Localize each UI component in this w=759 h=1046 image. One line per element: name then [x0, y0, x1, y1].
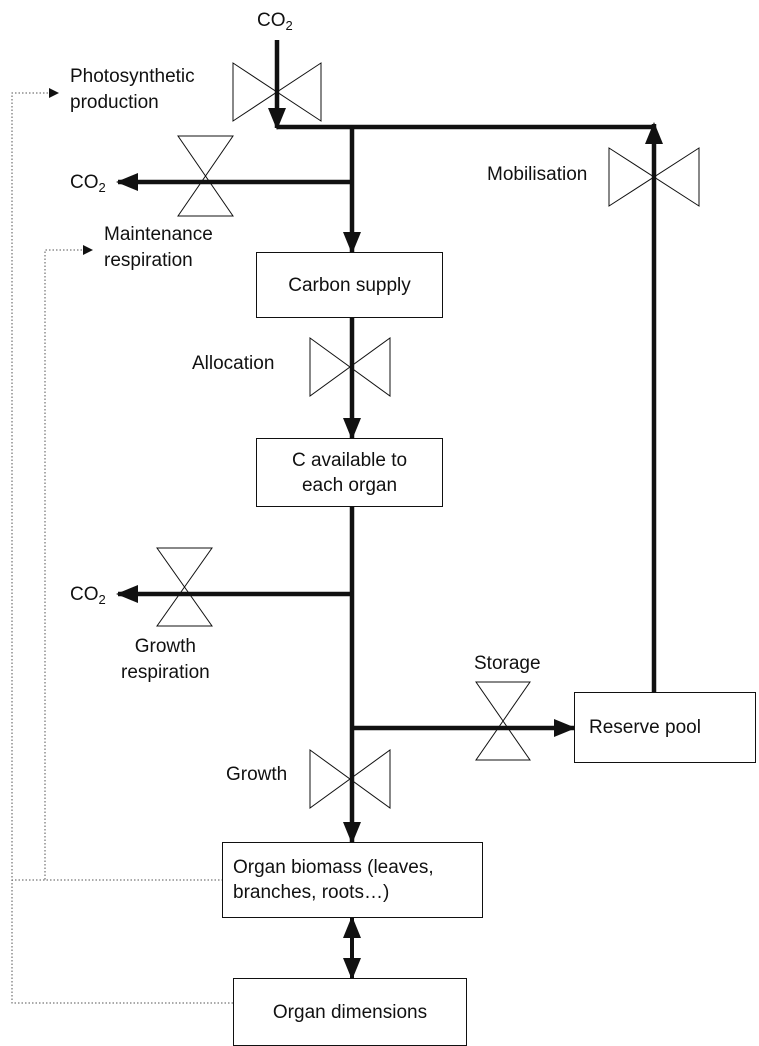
mobilisation-valve-icon	[608, 147, 700, 207]
co2-top-label: CO2	[257, 10, 293, 33]
growth-respiration-label: Growth respiration	[121, 636, 210, 683]
feedback-dimensions	[11, 880, 233, 1004]
allocation-valve-icon	[309, 337, 391, 397]
reserve-pool-box: Reserve pool	[574, 692, 756, 763]
photosynthesis-valve-icon	[232, 62, 322, 122]
c-available-label: C available to each organ	[291, 449, 408, 496]
mobilisation-label: Mobilisation	[487, 164, 588, 185]
co2-maintenance-label: CO2	[70, 172, 106, 195]
photosynthetic-production-label: Photosynthetic production	[70, 66, 195, 113]
reserve-pool-label: Reserve pool	[589, 717, 701, 738]
valves	[156, 62, 700, 809]
carbon-supply-box: Carbon supply	[256, 252, 443, 318]
storage-label: Storage	[474, 653, 541, 674]
carbon-supply-label: Carbon supply	[288, 274, 411, 296]
organ-biomass-label: Organ biomass (leaves, branches, roots…)	[233, 857, 434, 903]
growth-label: Growth	[226, 764, 288, 785]
storage-valve-icon	[475, 681, 531, 761]
feedback-to-maintenance	[44, 245, 230, 881]
allocation-label: Allocation	[192, 353, 275, 374]
maintenance-respiration-label: Maintenance respiration	[104, 224, 213, 271]
growth-valve-icon	[309, 749, 391, 809]
co2-growth-label: CO2	[70, 584, 106, 607]
main-flows	[116, 40, 663, 844]
c-available-box: C available to each organ	[256, 438, 443, 507]
organ-biomass-box: Organ biomass (leaves, branches, roots…)	[222, 842, 483, 918]
organ-dimensions-label: Organ dimensions	[272, 1001, 428, 1023]
feedback-lines	[11, 88, 233, 1004]
growth-respiration-valve-icon	[156, 547, 213, 627]
organ-dimensions-box: Organ dimensions	[233, 978, 467, 1046]
maintenance-valve-icon	[177, 135, 234, 217]
